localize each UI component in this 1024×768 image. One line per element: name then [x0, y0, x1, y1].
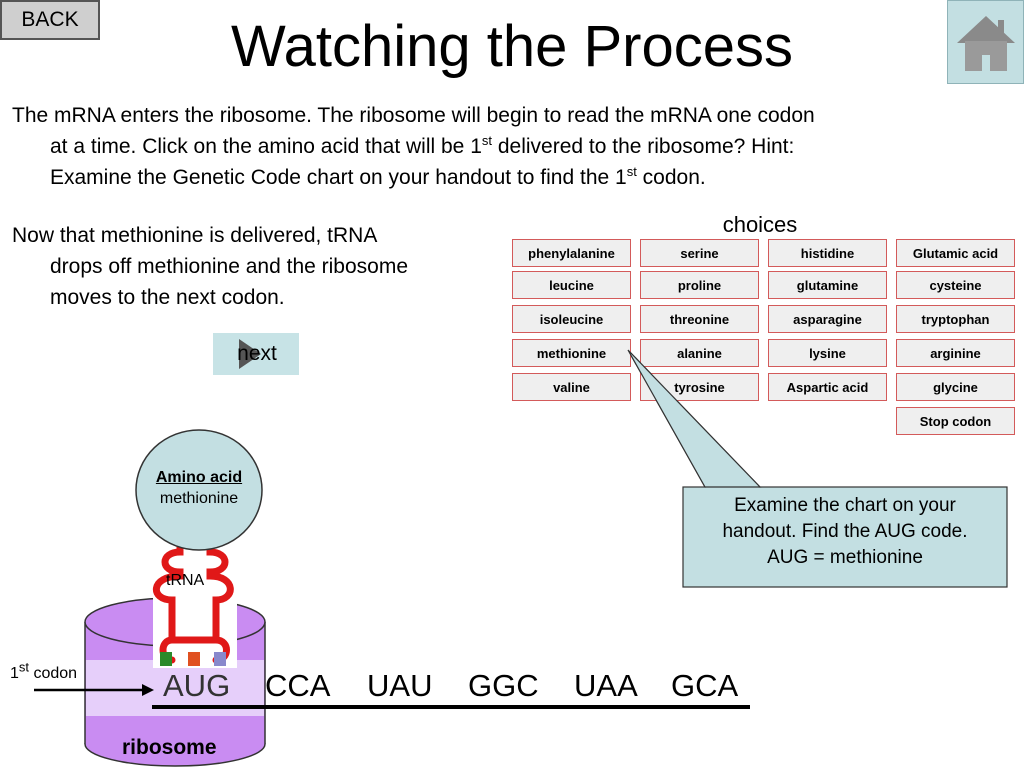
choice-tryptophan[interactable]: tryptophan	[896, 305, 1015, 333]
choice-alanine[interactable]: alanine	[640, 339, 759, 367]
amino-acid-label: Amino acid methionine	[136, 467, 262, 509]
ribosome-label: ribosome	[122, 736, 217, 759]
choice-asparagine[interactable]: asparagine	[768, 305, 887, 333]
choice-stop-codon[interactable]: Stop codon	[896, 407, 1015, 435]
choice-leucine[interactable]: leucine	[512, 271, 631, 299]
amino-acid-value: methionine	[159, 490, 239, 507]
choice-glycine[interactable]: glycine	[896, 373, 1015, 401]
trna-label: tRNA	[166, 572, 205, 589]
choice-threonine[interactable]: threonine	[640, 305, 759, 333]
choice-isoleucine[interactable]: isoleucine	[512, 305, 631, 333]
back-button[interactable]: BACK	[0, 0, 100, 40]
codon-1: AUG	[163, 668, 231, 703]
choice-tyrosine[interactable]: tyrosine	[640, 373, 759, 401]
page-title: Watching the Process	[231, 14, 793, 79]
choice-glutamine[interactable]: glutamine	[768, 271, 887, 299]
codon-2: CCA	[265, 668, 331, 703]
choices-label: choices	[722, 212, 798, 237]
trna-shape	[152, 536, 237, 668]
choice-serine[interactable]: serine	[640, 239, 759, 267]
instructions-text: The mRNA enters the ribosome. The riboso…	[12, 104, 815, 189]
choice-lysine[interactable]: lysine	[768, 339, 887, 367]
codon-5: UAA	[574, 668, 638, 703]
home-button[interactable]	[947, 0, 1024, 84]
choice-histidine[interactable]: histidine	[768, 239, 887, 267]
choice-proline[interactable]: proline	[640, 271, 759, 299]
first-codon-label: 1st codon	[10, 659, 78, 682]
amino-acid-title: Amino acid	[155, 469, 243, 486]
choice-arginine[interactable]: arginine	[896, 339, 1015, 367]
play-triangle-icon	[239, 339, 261, 369]
callout-pointer	[627, 349, 762, 488]
codon-3: UAU	[367, 668, 433, 703]
codon-6: GCA	[671, 668, 739, 703]
hint-callout: Examine the chart on your handout. Find …	[722, 495, 968, 568]
choice-phenylalanine[interactable]: phenylalanine	[512, 239, 631, 267]
choice-valine[interactable]: valine	[512, 373, 631, 401]
amino-acid-circle	[135, 429, 263, 551]
choice-aspartic-acid[interactable]: Aspartic acid	[768, 373, 887, 401]
arrow-right-icon	[34, 684, 154, 696]
choice-glutamic-acid[interactable]: Glutamic acid	[896, 239, 1015, 267]
next-button[interactable]: next	[213, 333, 299, 375]
house-icon	[957, 16, 1015, 71]
callout-box	[682, 486, 1008, 588]
next-label: next	[237, 342, 277, 365]
choice-cysteine[interactable]: cysteine	[896, 271, 1015, 299]
status-text: Now that methionine is delivered, tRNA d…	[12, 224, 409, 309]
codon-4: GGC	[468, 668, 539, 703]
choice-methionine[interactable]: methionine	[512, 339, 631, 367]
